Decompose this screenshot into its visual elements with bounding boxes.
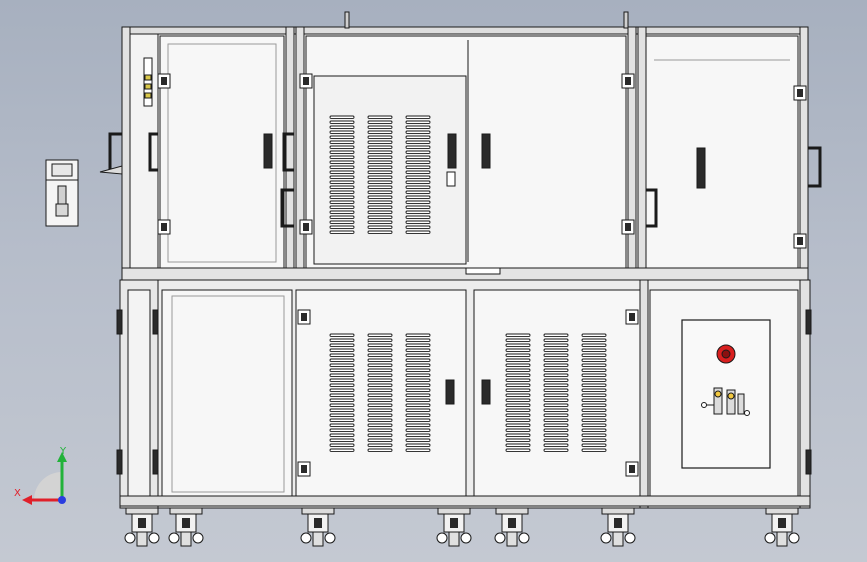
upper-vent-grilles	[329, 115, 431, 234]
caster-wheel-icon	[764, 507, 800, 547]
hinge-icon	[157, 73, 171, 89]
door-handle-icon[interactable]	[152, 449, 159, 475]
grab-handle-icon[interactable]	[108, 132, 122, 172]
grab-handle-icon[interactable]	[808, 146, 822, 188]
vent-grille-icon	[329, 333, 355, 452]
hinge-icon	[793, 85, 807, 101]
top-rail	[121, 26, 809, 35]
vent-grille-icon	[543, 333, 569, 452]
bottom-rail	[119, 495, 811, 507]
vent-grille-icon	[581, 333, 607, 452]
upper-post-3	[295, 26, 305, 275]
caster-wheel-icon	[494, 507, 530, 547]
upper-door-left[interactable]	[159, 35, 285, 269]
indicator-strip	[143, 57, 153, 107]
upper-hinges	[157, 73, 807, 249]
x-axis-label: X	[14, 488, 21, 499]
y-axis-label: Y	[59, 446, 67, 457]
upper-post-4	[627, 26, 637, 275]
door-handle-icon[interactable]	[481, 133, 491, 169]
hinge-icon	[793, 233, 807, 249]
upper-post-left	[121, 26, 131, 275]
lifting-pin	[344, 11, 350, 29]
grab-handle-icon[interactable]	[646, 188, 658, 228]
lifting-pin	[623, 11, 629, 29]
caster-wheel-icon	[600, 507, 636, 547]
upper-post-5	[637, 26, 647, 275]
air-filter-regulator-icon[interactable]	[701, 387, 750, 416]
hinge-icon	[297, 461, 311, 477]
caster-wheel-icon	[124, 507, 160, 547]
door-handle-icon[interactable]	[263, 133, 273, 169]
grab-handle-icon[interactable]	[148, 132, 158, 172]
indicator-light-3	[144, 92, 152, 99]
hinge-icon	[625, 309, 639, 325]
grab-handle-icon[interactable]	[282, 132, 294, 172]
vent-grille-icon	[405, 115, 431, 234]
latch-icon	[446, 171, 456, 187]
grab-handle-icon[interactable]	[280, 188, 294, 228]
hinge-icon	[621, 219, 635, 235]
caster-wheel-icon	[436, 507, 472, 547]
door-handle-icon[interactable]	[445, 379, 455, 405]
caster-wheel-icon	[300, 507, 336, 547]
hinge-icon	[157, 219, 171, 235]
middle-rail	[121, 267, 809, 281]
lower-hinges	[297, 309, 639, 477]
casters	[124, 507, 800, 547]
door-handle-icon[interactable]	[116, 309, 123, 335]
door-handle-icon[interactable]	[481, 379, 491, 405]
hinge-icon	[621, 73, 635, 89]
window-frame	[313, 75, 467, 265]
machine-front-view	[45, 11, 822, 547]
vent-grille-icon	[505, 333, 531, 452]
door-handle-icon[interactable]	[696, 147, 706, 189]
hinge-icon	[299, 73, 313, 89]
caster-wheel-icon	[168, 507, 204, 547]
hinge-icon	[625, 461, 639, 477]
axis-triad: Y X	[14, 446, 67, 505]
lower-post	[639, 279, 649, 509]
door-handle-icon[interactable]	[805, 449, 812, 475]
hinge-icon	[299, 219, 313, 235]
lower-panel-left	[161, 289, 293, 499]
lower-vent-grilles	[329, 333, 607, 452]
vent-grille-icon	[405, 333, 431, 452]
upper-post-2	[285, 26, 295, 275]
door-handle-icon[interactable]	[116, 449, 123, 475]
vent-grille-icon	[367, 333, 393, 452]
door-handle-icon[interactable]	[805, 309, 812, 335]
side-fixture	[45, 159, 79, 227]
control-panel	[681, 319, 771, 469]
z-axis-dot	[58, 496, 66, 504]
indicator-light-2	[144, 83, 152, 90]
door-handle-icon[interactable]	[447, 133, 457, 169]
vent-grille-icon	[367, 115, 393, 234]
hinge-icon	[297, 309, 311, 325]
door-handle-icon[interactable]	[152, 309, 159, 335]
indicator-light-1	[144, 74, 152, 81]
vent-grille-icon	[329, 115, 355, 234]
lower-post-right	[799, 279, 811, 509]
upper-door-right[interactable]	[645, 35, 799, 269]
